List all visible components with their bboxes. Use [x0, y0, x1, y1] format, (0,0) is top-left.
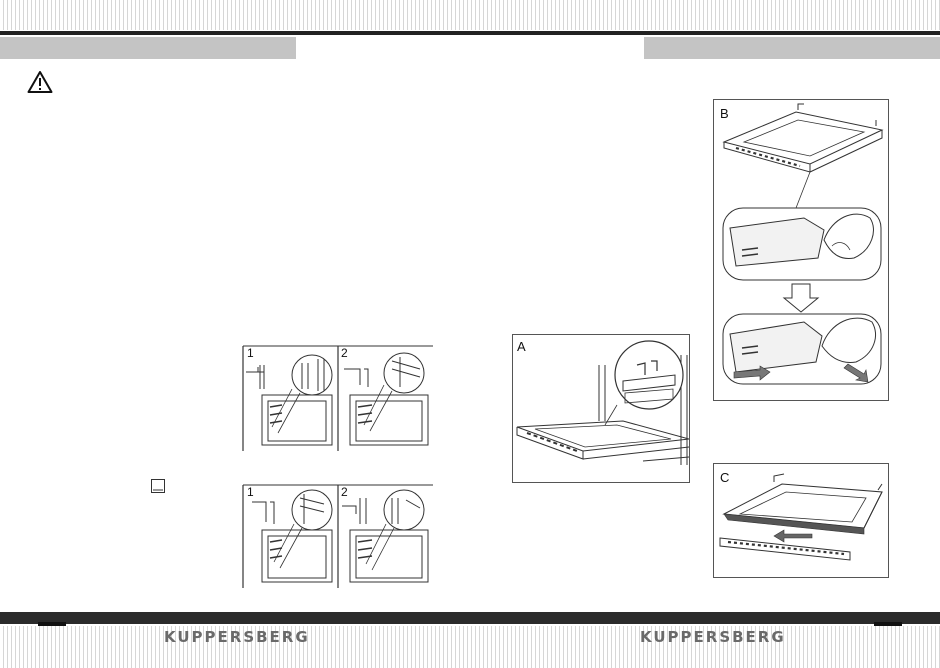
warning-triangle-icon	[27, 70, 53, 94]
top-stripe-pattern	[0, 0, 940, 30]
rails-top-step-1-label: 1	[247, 346, 254, 360]
figure-a: A	[512, 334, 690, 483]
rails-bottom-step-2-label: 2	[341, 485, 348, 499]
figure-a-label: A	[517, 339, 526, 354]
figure-b: B	[713, 99, 889, 401]
brand-logo-right: KUPPERSBERG	[640, 628, 786, 646]
rails-top-step-2-label: 2	[341, 346, 348, 360]
header-bar-left	[0, 37, 296, 59]
figure-c-label: C	[720, 470, 730, 485]
rails-figure-top: 1 2	[242, 345, 434, 451]
rails-bottom-step-1-label: 1	[247, 485, 254, 499]
top-rule	[0, 31, 940, 35]
figure-b-label: B	[720, 106, 729, 121]
header-bar-right	[644, 37, 940, 59]
empty-checkbox-icon	[151, 479, 165, 493]
brand-logo-left: KUPPERSBERG	[164, 628, 310, 646]
rails-figure-bottom: 1 2	[242, 484, 434, 588]
bottom-rule	[0, 612, 940, 624]
bottom-stripe-pattern	[0, 626, 940, 668]
figure-c: C	[713, 463, 889, 578]
